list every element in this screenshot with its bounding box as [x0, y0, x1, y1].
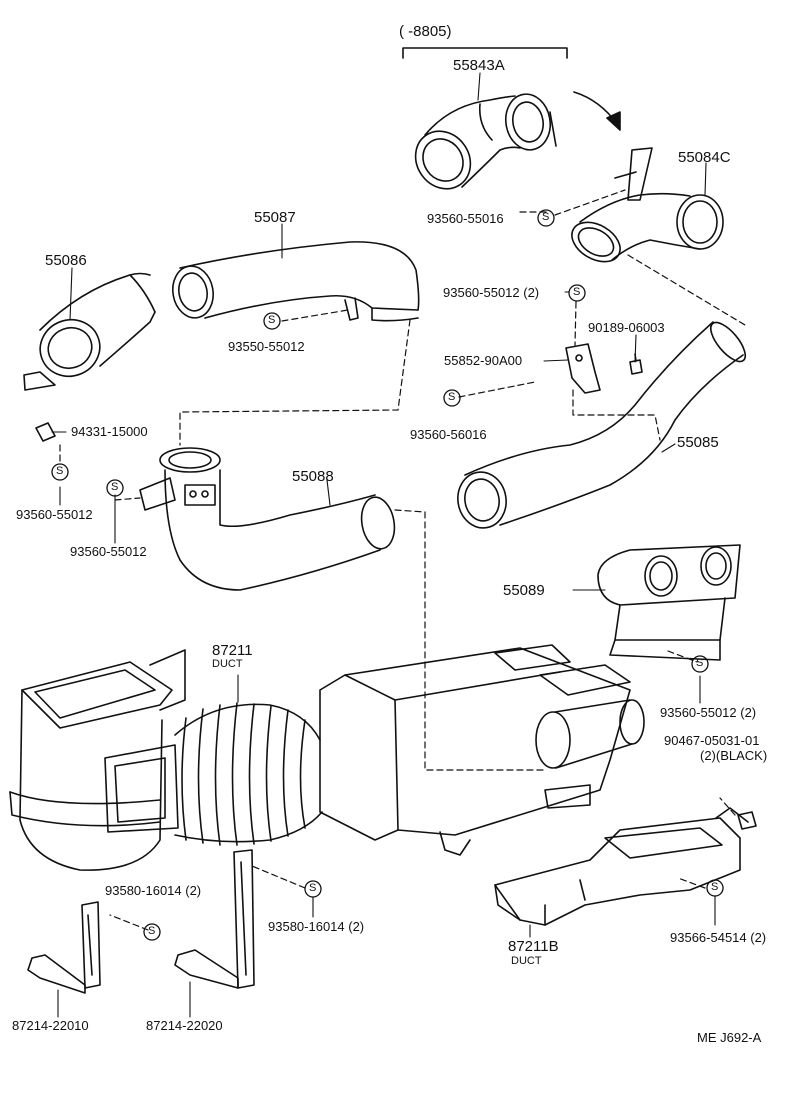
- part-90189-clip: [629, 353, 643, 375]
- label-87214-22020: 87214-22020: [146, 1018, 223, 1033]
- screw-symbol-3: [568, 284, 586, 302]
- heater-case: [319, 644, 645, 856]
- part-55085-duct: [457, 321, 747, 529]
- screw-s-10: S: [711, 881, 719, 893]
- part-55843a-elbow-hose: [414, 93, 557, 190]
- direction-arrow: [573, 91, 621, 131]
- screw-symbol-2: [263, 312, 281, 330]
- label-94331-15000: 94331-15000: [71, 424, 148, 439]
- label-duct-b: DUCT: [511, 955, 542, 967]
- label-87211b: 87211B: [508, 938, 559, 955]
- label-55843a: 55843A: [453, 57, 505, 74]
- label-93560-55012-2b: 93560-55012 (2): [660, 705, 757, 720]
- label-93550-55012: 93550-55012: [228, 339, 305, 354]
- label-87211: 87211: [212, 642, 253, 659]
- label-93560-56016-b: 93560-56016: [410, 427, 487, 442]
- screw-s-1: S: [542, 211, 550, 223]
- label-93566-54514: 93566-54514 (2): [670, 930, 767, 945]
- label-duct-a: DUCT: [212, 658, 243, 670]
- screw-symbol-8: [143, 923, 161, 941]
- label-55087: 55087: [254, 209, 296, 226]
- part-55089-duct: [597, 544, 741, 661]
- label-55088: 55088: [292, 468, 334, 485]
- part-55087-duct: [171, 241, 420, 322]
- connection-lines: [59, 189, 746, 931]
- label-90467-05031-01: 90467-05031-01: [664, 733, 760, 748]
- label-range: ( -8805): [399, 23, 452, 40]
- label-55089: 55089: [503, 582, 545, 599]
- part-94331-nut: [35, 422, 56, 442]
- part-55086-duct: [23, 272, 156, 391]
- part-87214-22010-bracket: [27, 901, 101, 994]
- screw-symbol-5: [51, 463, 69, 481]
- screw-symbols: [51, 209, 724, 941]
- label-93560-55012-b: 93560-55012: [70, 544, 147, 559]
- part-55088-duct: [139, 447, 396, 591]
- part-87211-bellows-duct: [104, 702, 323, 846]
- label-55086: 55086: [45, 252, 87, 269]
- label-93580-16014-2a: 93580-16014 (2): [105, 883, 202, 898]
- screw-symbol-7: [691, 655, 709, 673]
- screw-s-3: S: [573, 286, 581, 298]
- screw-s-9: S: [309, 882, 317, 894]
- air-cleaner-assembly: [9, 649, 186, 871]
- screw-symbol-9: [304, 880, 322, 898]
- label-93560-55016-a: 93560-55016: [427, 211, 504, 226]
- leader-lines: [51, 72, 716, 1018]
- label-black-note: (2)(BLACK): [700, 748, 768, 763]
- screw-symbol-10: [706, 879, 724, 897]
- part-87214-22020-bracket: [174, 849, 255, 989]
- label-87214-22010: 87214-22010: [12, 1018, 89, 1033]
- screw-symbol-1: [537, 209, 555, 227]
- screw-s-2: S: [268, 314, 276, 326]
- label-90189-06003: 90189-06003: [588, 320, 665, 335]
- label-93560-55012-a: 93560-55012: [16, 507, 93, 522]
- diagram-reference: ME J692-A: [697, 1030, 762, 1045]
- screw-symbol-6: [106, 479, 124, 497]
- label-93580-16014-2b: 93580-16014 (2): [268, 919, 365, 934]
- screw-s-5: S: [56, 465, 64, 477]
- screw-symbol-4: [443, 389, 461, 407]
- part-55084c-elbow-duct: [571, 147, 724, 263]
- label-55084c: 55084C: [678, 149, 731, 166]
- screw-s-4: S: [448, 391, 456, 403]
- screw-s-6: S: [111, 481, 119, 493]
- label-55852-90a00: 55852-90A00: [444, 353, 523, 368]
- screw-s-7: S: [696, 657, 704, 669]
- part-87211b-duct: [494, 807, 749, 926]
- label-93560-55012-2a: 93560-55012 (2): [443, 285, 540, 300]
- label-55085: 55085: [677, 434, 719, 451]
- range-bracket: [402, 47, 568, 59]
- part-55852-bracket: [565, 343, 601, 394]
- screw-s-8: S: [148, 925, 156, 937]
- part-90467-clip: [737, 811, 757, 830]
